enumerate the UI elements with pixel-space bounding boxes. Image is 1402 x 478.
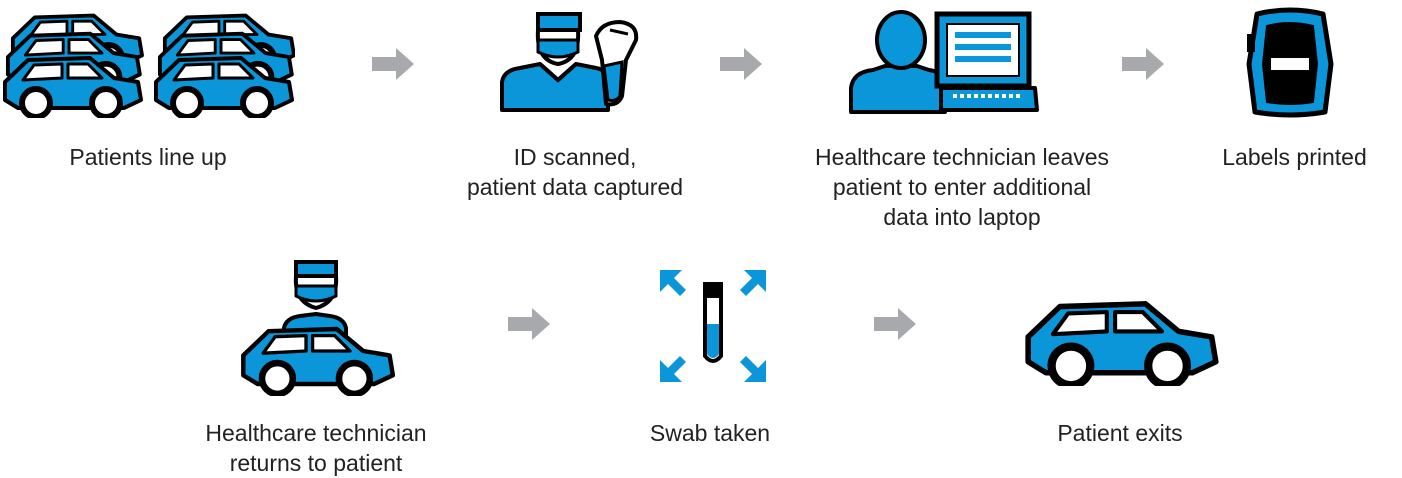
step-label-labels-printed: Labels printed [1222, 144, 1367, 170]
technician-car-icon [234, 258, 400, 396]
car-icon [1022, 286, 1222, 386]
step-label-id-scanned: ID scanned, patient data captured [466, 144, 684, 200]
swab-test-tube-icon [656, 266, 770, 386]
right-arrow-icon [372, 48, 414, 80]
person-laptop-icon [845, 8, 1040, 120]
step-label-patient-exits: Patient exits [1057, 420, 1183, 446]
right-arrow-icon [720, 48, 762, 80]
label-printer-icon [1245, 6, 1335, 120]
right-arrow-icon [508, 308, 550, 340]
step-label-patients-line-up: Patients line up [69, 144, 227, 170]
step-label-swab-taken: Swab taken [649, 420, 771, 446]
technician-barcode-scanner-icon [498, 10, 648, 120]
step-label-technician-returns: Healthcare technician returns to patient [205, 420, 427, 476]
right-arrow-icon [874, 308, 916, 340]
right-arrow-icon [1122, 48, 1164, 80]
car-queue-icon [0, 6, 295, 118]
step-label-enter-data: Healthcare technician leaves patient to … [814, 144, 1110, 230]
